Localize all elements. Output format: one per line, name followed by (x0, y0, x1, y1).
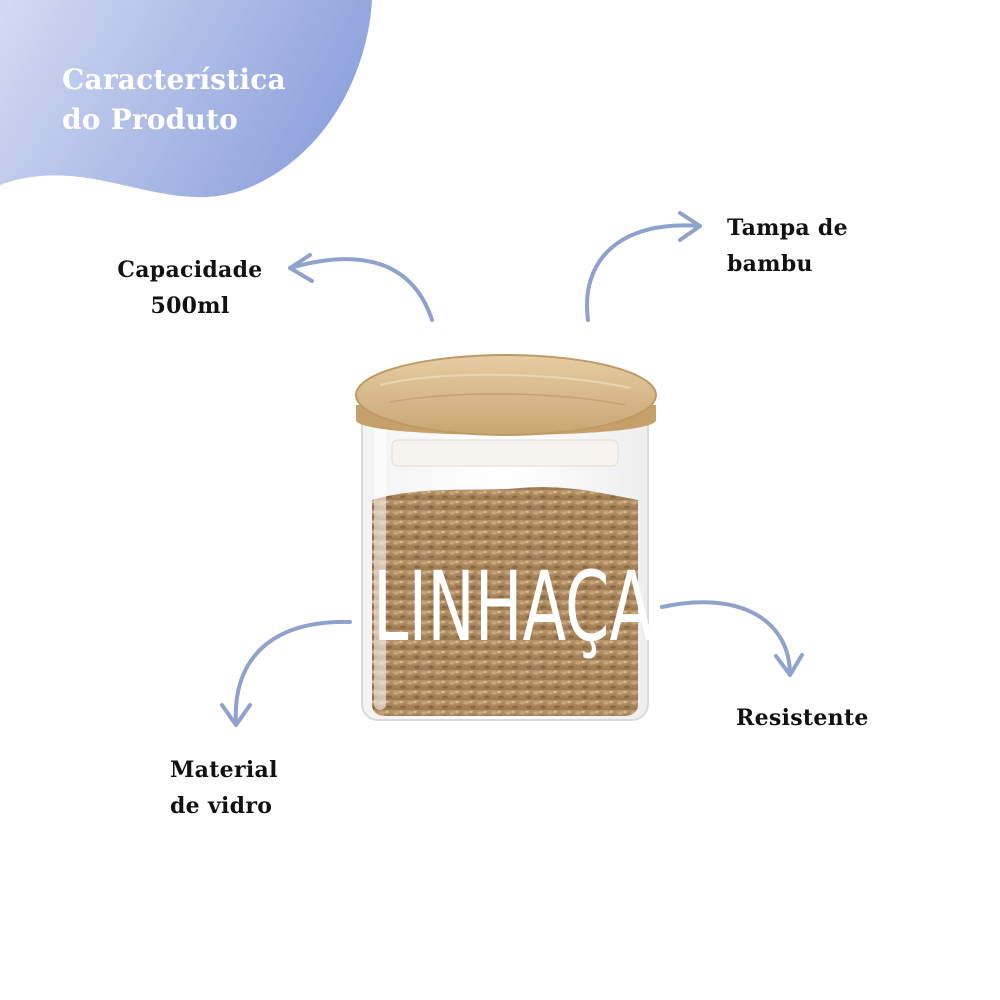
arrow-tampa (585, 211, 702, 322)
arrow-capacidade (288, 253, 434, 322)
feature-material: Material de vidro (170, 752, 370, 824)
feature-capacidade: Capacidade 500ml (100, 252, 280, 324)
header-blob (0, 0, 372, 198)
feature-material-line1: Material (170, 757, 278, 783)
arrow-resistente (660, 600, 804, 677)
header-title-line2: do Produto (62, 103, 239, 136)
arrow-material (220, 619, 352, 727)
feature-tampa-line1: Tampa de (727, 215, 848, 241)
feature-capacidade-line1: Capacidade (117, 257, 263, 283)
header-title-line1: Característica (62, 63, 286, 96)
feature-resistente: Resistente (736, 700, 936, 736)
feature-tampa-line2: bambu (727, 251, 813, 277)
feature-material-line2: de vidro (170, 793, 273, 819)
feature-tampa: Tampa de bambu (727, 210, 927, 282)
feature-resistente-line1: Resistente (736, 705, 869, 731)
feature-capacidade-line2: 500ml (150, 293, 230, 319)
header-title: Característica do Produto (62, 60, 362, 140)
glass-jar (361, 407, 649, 721)
bamboo-lid (355, 354, 657, 436)
